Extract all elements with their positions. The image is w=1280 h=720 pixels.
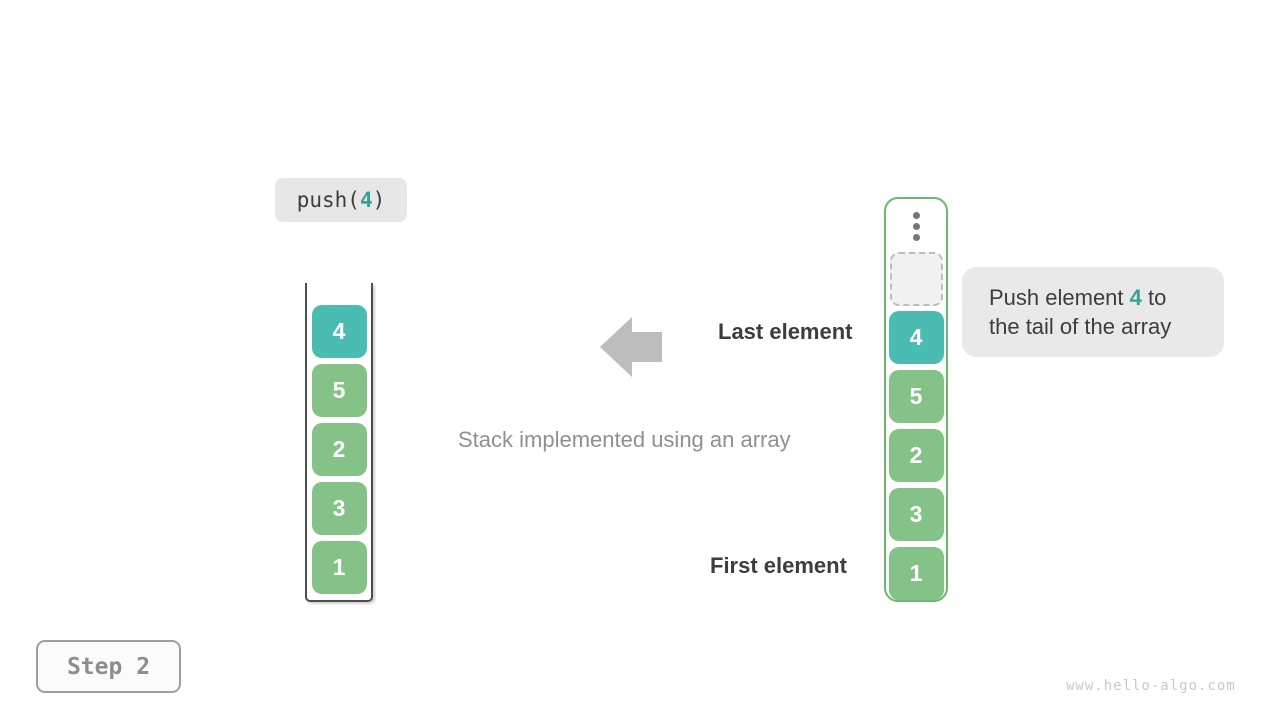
stack-cell: 1 <box>311 541 367 594</box>
array-container-right: 4 5 2 3 1 <box>884 197 948 602</box>
bubble-text: to <box>1141 285 1167 310</box>
array-cell: 3 <box>888 488 944 541</box>
bubble-text: Push element <box>989 285 1130 310</box>
stack-container-left: 4 5 2 3 1 <box>305 283 373 602</box>
bubble-highlight-value: 4 <box>1129 285 1142 310</box>
annotation-bubble: Push element 4 to the tail of the array <box>962 267 1224 357</box>
push-arg-value: 4 <box>359 188 373 212</box>
step-badge-label: Step 2 <box>66 653 151 680</box>
diagram-caption: Stack implemented using an array <box>458 427 791 452</box>
array-cell: 5 <box>888 370 944 423</box>
watermark-url: www.hello-algo.com <box>1066 678 1236 694</box>
array-cell: 2 <box>888 429 944 482</box>
push-operation-label: push(4) <box>275 178 407 222</box>
stack-cell: 4 <box>311 305 367 358</box>
push-close-paren: ) <box>372 188 386 212</box>
stack-cell: 5 <box>311 364 367 417</box>
array-cell: 1 <box>888 547 944 600</box>
left-arrow-icon <box>600 317 662 377</box>
stack-cell: 3 <box>311 482 367 535</box>
step-badge: Step 2 <box>36 640 181 693</box>
last-element-label: Last element <box>718 319 853 344</box>
array-cell: 4 <box>888 311 944 364</box>
bubble-text: the tail of the array <box>989 314 1172 339</box>
empty-array-slot <box>889 252 943 306</box>
vertical-ellipsis-icon <box>912 210 920 243</box>
push-func-text: push( <box>296 188 360 212</box>
stack-cell: 2 <box>311 423 367 476</box>
first-element-label: First element <box>710 553 847 578</box>
